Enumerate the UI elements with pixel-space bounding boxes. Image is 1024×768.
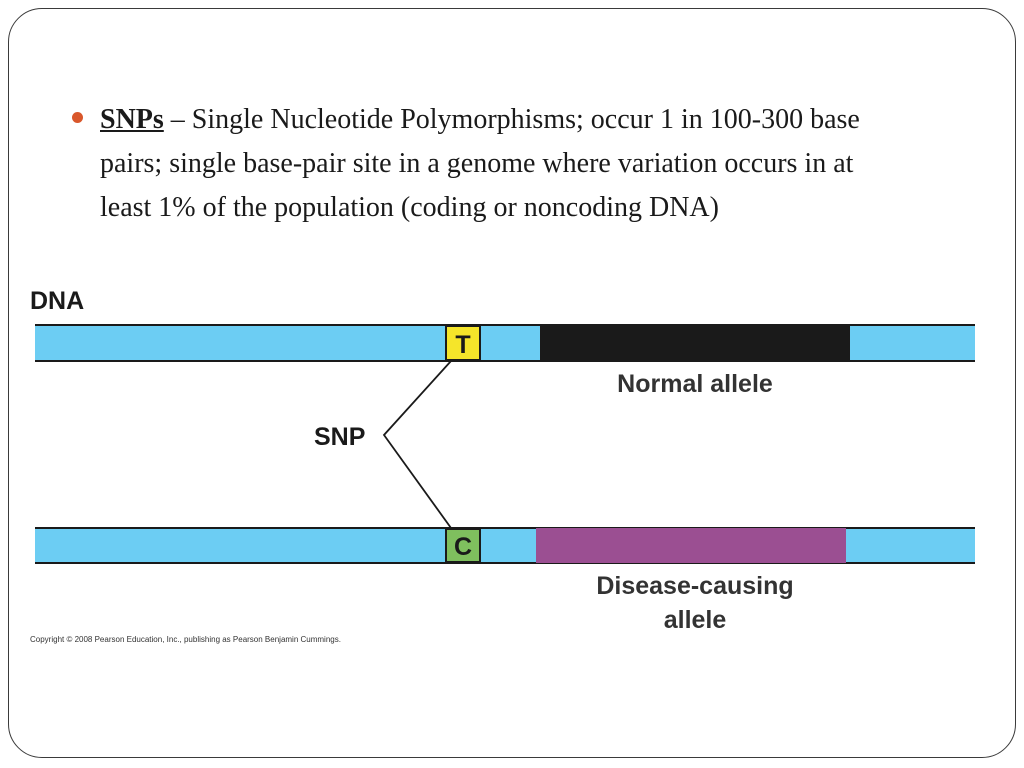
bullet-term: SNPs: [100, 104, 164, 135]
disease-allele-label-line1: Disease-causing: [596, 572, 793, 600]
base-c-box: [445, 528, 481, 563]
disease-allele-segment: [536, 528, 846, 563]
disease-allele-label-line2: allele: [664, 606, 727, 634]
normal-allele-segment: [540, 325, 850, 361]
base-t-label: T: [455, 331, 470, 359]
disease-dna-strand: C: [35, 527, 975, 564]
slide-frame: [8, 8, 1016, 758]
dna-label: DNA: [30, 287, 84, 315]
normal-dna-strand: T: [35, 324, 975, 362]
base-t-box: [445, 325, 481, 361]
bullet-description: – Single Nucleotide Polymorphisms; occur…: [100, 104, 860, 223]
snp-connector: [382, 360, 452, 529]
bullet-text: SNPs – Single Nucleotide Polymorphisms; …: [100, 98, 900, 230]
copyright-text: Copyright © 2008 Pearson Education, Inc.…: [30, 635, 341, 644]
normal-allele-label: Normal allele: [617, 370, 773, 398]
base-c-label: C: [454, 533, 472, 561]
bullet-point-icon: [72, 112, 83, 123]
snp-label: SNP: [314, 423, 365, 451]
